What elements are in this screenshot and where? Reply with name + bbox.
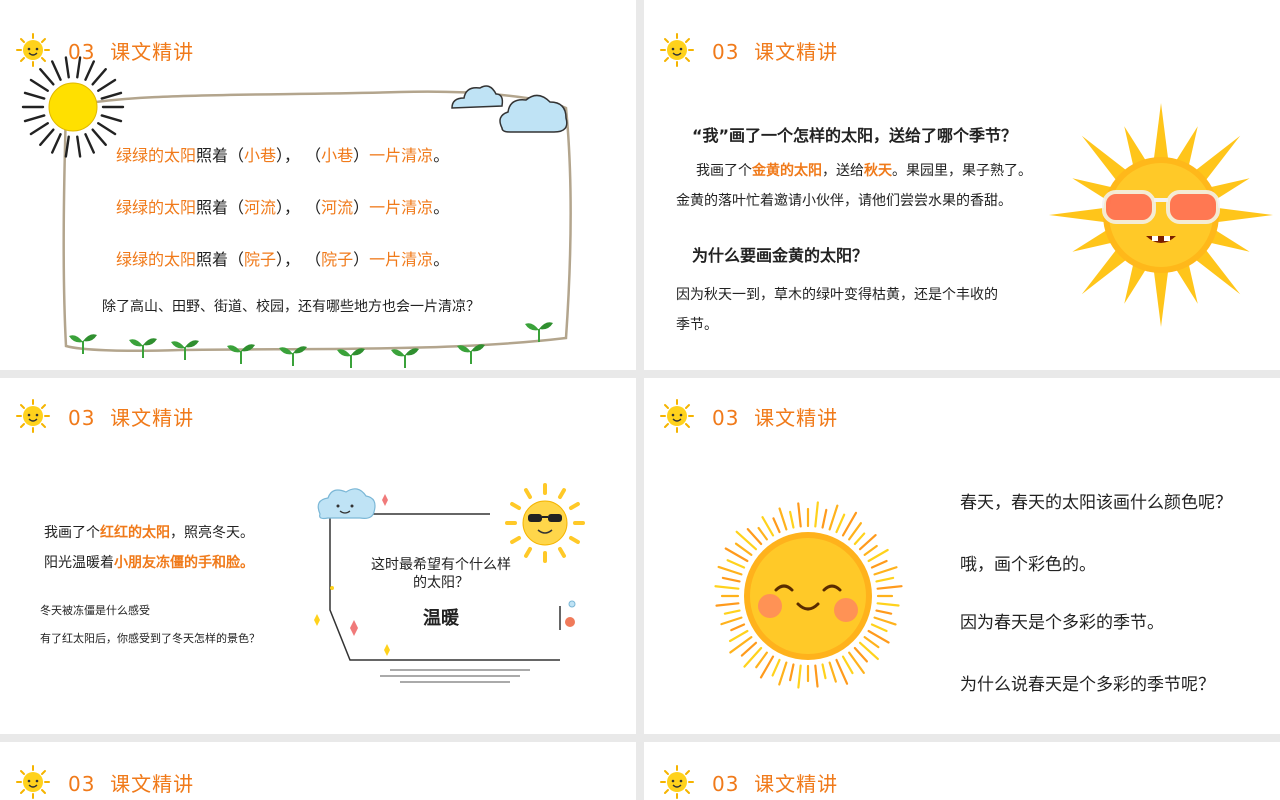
answer-1-line-2: 金黄的落叶忙着邀请小伙伴，请他们尝尝水果的香甜。 xyxy=(676,193,1012,209)
sun-icon xyxy=(654,398,700,434)
header-title: 03 课文精讲 xyxy=(68,405,195,430)
sun-icon xyxy=(654,32,700,68)
sunglasses-sun-icon xyxy=(1049,103,1273,327)
thought-frame xyxy=(314,488,576,683)
spring-line-4: 为什么说春天是个多彩的季节呢？ xyxy=(960,675,1215,695)
sprout-icon xyxy=(170,336,200,360)
sun-icon xyxy=(10,764,56,800)
question-1: “我”画了一个怎样的太阳，送给了哪个季节？ xyxy=(692,126,1018,145)
header-title: 03 课文精讲 xyxy=(68,39,195,64)
sprout-icon xyxy=(456,340,486,364)
winter-line-2: 阳光温暖着小朋友冻僵的手和脸。 xyxy=(44,555,254,571)
sprout-icon xyxy=(524,318,554,342)
smiling-sun-icon xyxy=(714,501,903,689)
box-answer: 温暖 xyxy=(423,608,459,629)
cool-sun-icon xyxy=(505,483,585,563)
sprout-icon xyxy=(68,330,98,354)
sentence-1: 绿绿的太阳照着（小巷）， （小巷）一片清凉。 xyxy=(116,146,450,165)
slide-1: 03 课文精讲 绿绿的太阳照着（小巷）， （小巷）一片清凉。 绿绿的太阳照着（河… xyxy=(0,0,636,370)
answer-2-line-1: 因为秋天一到，草木的绿叶变得枯黄，还是个丰收的 xyxy=(676,287,998,303)
header-title: 03 课文精讲 xyxy=(712,771,839,796)
big-sun-icon xyxy=(21,56,125,158)
slide-6: 03 课文精讲 xyxy=(644,742,1280,800)
spring-line-3: 因为春天是个多彩的季节。 xyxy=(960,613,1164,633)
slide-header: 03 课文精讲 xyxy=(10,764,194,800)
paper-frame xyxy=(62,90,572,353)
slide-header: 03 课文精讲 xyxy=(654,32,838,68)
sprout-icon xyxy=(128,334,158,358)
header-title: 03 课文精讲 xyxy=(712,405,839,430)
header-title: 03 课文精讲 xyxy=(712,39,839,64)
question-2: 为什么要画金黄的太阳？ xyxy=(692,246,869,265)
sprout-icon xyxy=(336,344,366,368)
slide-2: 03 课文精讲 “我”画了一个怎样的太阳，送给了哪个季节？ 我画了个金黄的太阳，… xyxy=(644,0,1280,370)
discussion-question: 除了高山、田野、街道、校园，还有哪些地方也会一片清凉？ xyxy=(102,299,480,315)
winter-question-1: 冬天被冻僵是什么感受 xyxy=(40,604,150,617)
answer-2-line-2: 季节。 xyxy=(676,317,718,333)
spring-line-2: 哦，画个彩色的。 xyxy=(960,555,1096,575)
sentence-2: 绿绿的太阳照着（河流）， （河流）一片清凉。 xyxy=(116,198,450,217)
sun-icon xyxy=(654,764,700,800)
slide-header: 03 课文精讲 xyxy=(10,32,194,68)
answer-1-line-1: 我画了个金黄的太阳，送给秋天。果园里，果子熟了。 xyxy=(696,163,1032,179)
slide-header: 03 课文精讲 xyxy=(10,398,194,434)
sun-icon xyxy=(10,398,56,434)
slide-5: 03 课文精讲 xyxy=(0,742,636,800)
winter-line-1: 我画了个红红的太阳，照亮冬天。 xyxy=(44,525,254,541)
slide-header: 03 课文精讲 xyxy=(654,398,838,434)
header-title: 03 课文精讲 xyxy=(68,771,195,796)
spring-line-1: 春天，春天的太阳该画什么颜色呢？ xyxy=(960,493,1232,513)
sentence-3: 绿绿的太阳照着（院子）， （院子）一片清凉。 xyxy=(116,250,450,269)
cloud-icon xyxy=(451,85,568,133)
slide-4: 03 课文精讲 春天，春天的太阳该画什么颜色呢？ 哦，画个彩色的。 因为春天是个… xyxy=(644,378,1280,734)
slide-3: 03 课文精讲 我画了个红红的太阳，照亮冬天。 阳光温暖着小朋友冻僵的手和脸。 … xyxy=(0,378,636,734)
sprout-icon xyxy=(278,342,308,366)
slide-header: 03 课文精讲 xyxy=(654,764,838,800)
box-question: 这时最希望有个什么样 的太阳？ xyxy=(371,557,511,591)
sprout-icon xyxy=(390,344,420,368)
sprout-icon xyxy=(226,340,256,364)
winter-question-2: 有了红太阳后，你感受到了冬天怎样的景色？ xyxy=(40,632,260,645)
